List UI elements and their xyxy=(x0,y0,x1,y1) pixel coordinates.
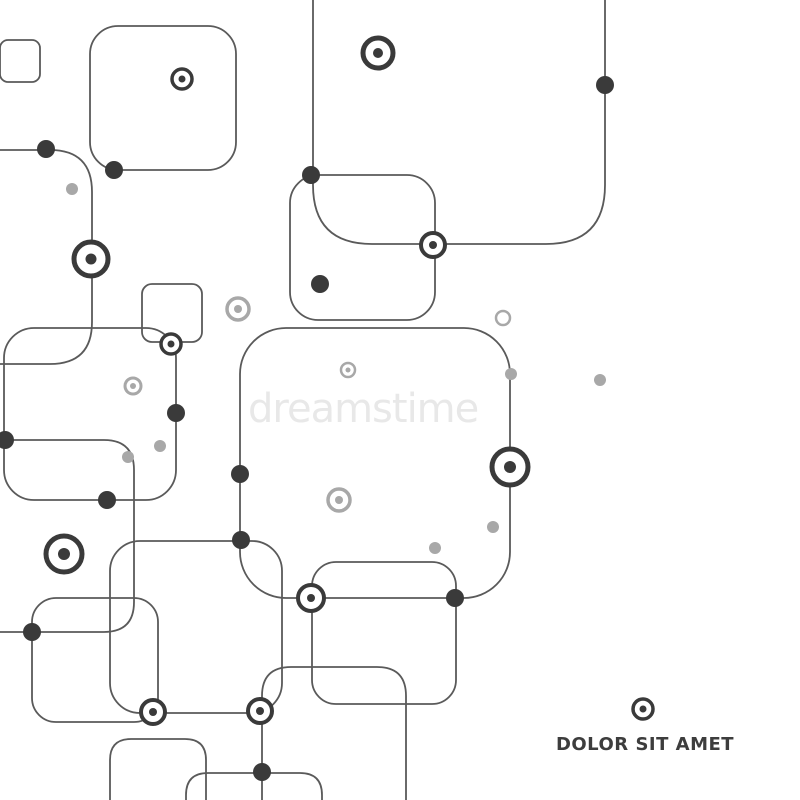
frame-shape xyxy=(89,25,237,171)
node-dot xyxy=(167,404,185,422)
frame-shape xyxy=(261,666,407,800)
node-dot-light xyxy=(505,368,517,380)
node-dot xyxy=(311,275,329,293)
node-dot xyxy=(98,491,116,509)
target-ring xyxy=(159,332,183,356)
node-dot xyxy=(446,589,464,607)
node-dot-light xyxy=(122,451,134,463)
frame-shape xyxy=(109,540,283,714)
frame-shape xyxy=(3,327,177,501)
frame-shape xyxy=(0,39,41,83)
target-ring xyxy=(296,583,326,613)
target-ring-light xyxy=(339,361,357,379)
target-ring xyxy=(170,67,194,91)
target-ring xyxy=(360,35,396,71)
frame-shape xyxy=(311,561,457,705)
node-dot-light xyxy=(66,183,78,195)
target-ring-light xyxy=(225,296,251,322)
target-ring-light xyxy=(326,487,352,513)
node-dot-light xyxy=(154,440,166,452)
frame-shape xyxy=(0,439,135,633)
frame-shape xyxy=(239,327,511,599)
target-ring xyxy=(139,698,167,726)
node-dot xyxy=(596,76,614,94)
target-ring xyxy=(246,697,274,725)
target-ring-light xyxy=(123,376,143,396)
node-dot-light xyxy=(429,542,441,554)
frame-shape xyxy=(312,0,606,245)
frame-shape xyxy=(289,174,436,321)
watermark-text: dreamstime xyxy=(248,386,479,432)
node-dot xyxy=(232,531,250,549)
node-dot xyxy=(253,763,271,781)
target-ring xyxy=(43,533,85,575)
target-ring xyxy=(71,239,111,279)
node-dot-light xyxy=(594,374,606,386)
target-ring-light xyxy=(494,309,512,327)
target-ring xyxy=(631,697,655,721)
node-dot xyxy=(0,431,14,449)
frame-shape xyxy=(109,738,207,800)
node-dot xyxy=(231,465,249,483)
caption-text: DOLOR SIT AMET xyxy=(555,734,735,755)
node-dot xyxy=(302,166,320,184)
node-dot-light xyxy=(487,521,499,533)
node-dot xyxy=(23,623,41,641)
target-ring xyxy=(489,446,531,488)
node-dot xyxy=(105,161,123,179)
target-ring xyxy=(419,231,447,259)
frame-shape xyxy=(31,597,159,723)
node-dot xyxy=(37,140,55,158)
